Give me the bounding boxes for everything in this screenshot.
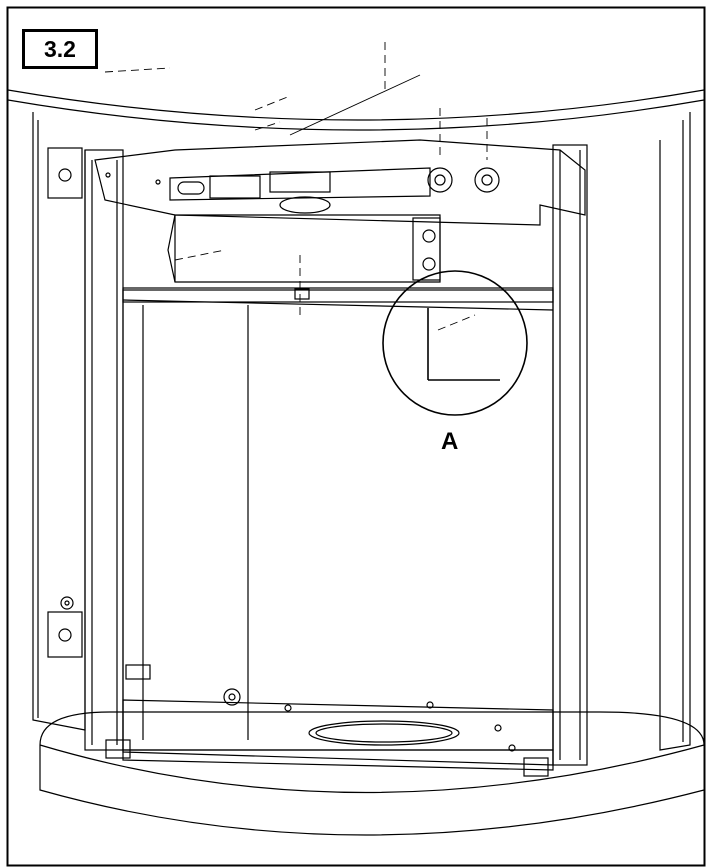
step-number-label: 3.2 [22,29,98,69]
pivot-bolt-left [427,167,453,193]
pivot-bolt-right [474,167,500,193]
upper-hinge [47,147,83,199]
drawing-border [6,6,706,867]
lower-hinge [47,611,83,658]
foot-left [105,739,131,759]
right-side-panel [659,112,691,751]
inner-frame [122,289,554,751]
base-center-hole [308,720,460,746]
detail-callout-label: A [441,428,459,455]
base-disk-top [39,711,705,746]
base-disk-bottom [39,745,705,836]
top-cover-lower-edge [7,99,705,131]
right-pillar [552,144,588,766]
cross-bar [122,287,554,303]
base-platform [122,749,554,771]
mounting-bracket [94,139,586,226]
base-plate [122,699,554,766]
detail-circle-a [382,270,528,416]
door-closer-body [167,214,441,283]
foot-right [523,757,549,777]
top-cover [7,89,705,121]
closer-arm [169,167,431,201]
